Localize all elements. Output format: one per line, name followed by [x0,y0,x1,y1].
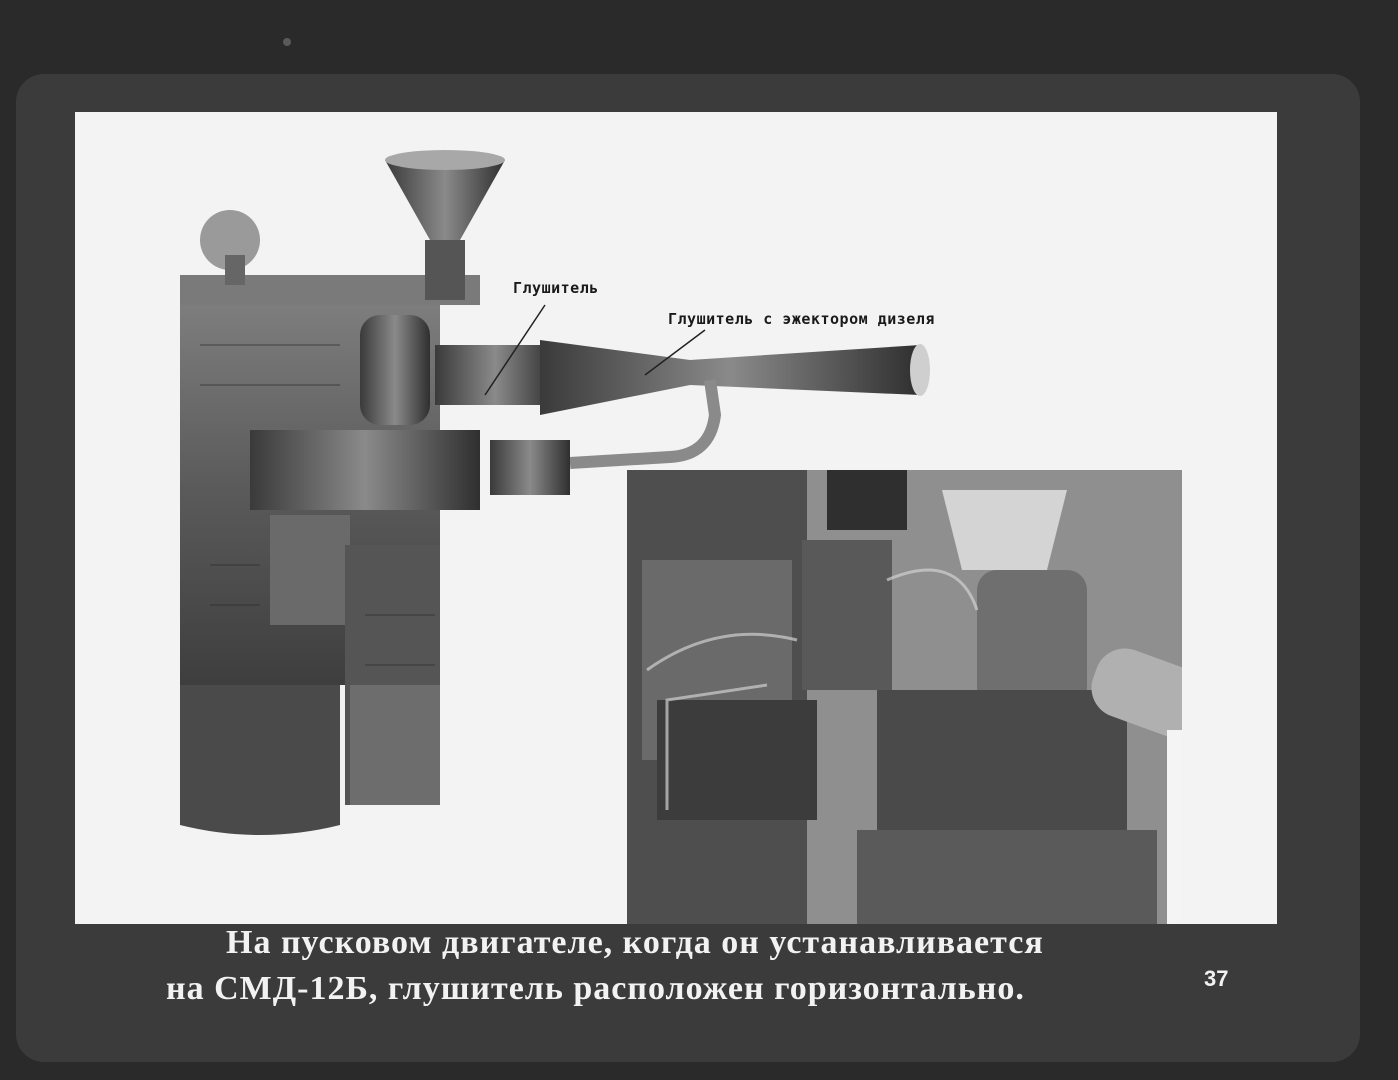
label-muffler-ejector: Глушитель с эжектором дизеля [668,310,935,328]
film-speck [283,38,291,46]
caption-line-2: на СМД-12Б, глушитель расположен горизон… [166,970,1025,1007]
engine-photo-icon [627,470,1182,924]
engine-photo [627,470,1182,924]
caption-line-1: На пусковом двигателе, когда он устанавл… [226,924,1044,961]
engine-drawing-icon [180,150,930,835]
label-muffler: Глушитель [513,279,599,297]
page-number: 37 [1204,966,1229,991]
